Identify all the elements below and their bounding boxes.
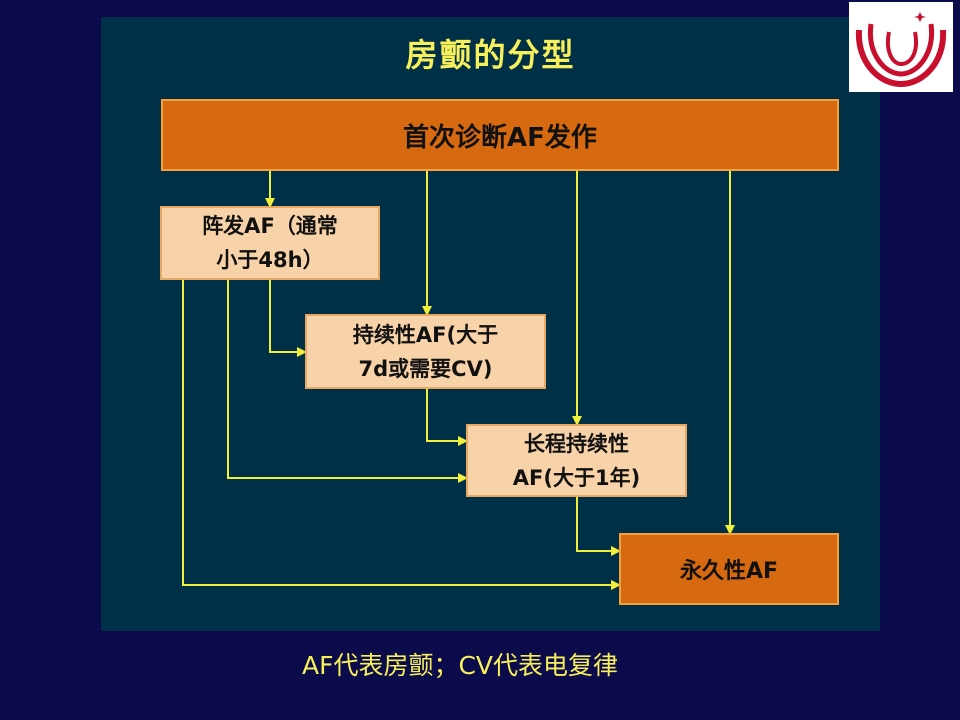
logo <box>849 2 953 92</box>
arrow-long-persistent-to-permanent <box>576 497 621 556</box>
paroxysmal-af-box: 阵发AF（通常 小于48h） <box>160 206 380 280</box>
persistent-af-box: 持续性AF(大于 7d或需要CV) <box>305 314 546 389</box>
arrow-paroxysmal-to-persistent <box>269 280 307 357</box>
persistent-af-label-line1: 持续性AF(大于 <box>352 322 499 347</box>
logo-icon <box>855 12 947 88</box>
long-persistent-af-label-line2: AF(大于1年) <box>512 465 641 490</box>
initial-diagnosis-label: 首次诊断AF发作 <box>403 122 597 153</box>
caption: AF代表房颤；CV代表电复律 <box>301 651 619 680</box>
arrow-paroxysmal-to-permanent <box>182 280 621 590</box>
paroxysmal-af-label-line2: 小于48h） <box>216 248 324 272</box>
page-title: 房颤的分型 <box>405 36 576 74</box>
paroxysmal-af-label-line1: 阵发AF（通常 <box>202 214 338 238</box>
permanent-af-box: 永久性AF <box>619 533 839 605</box>
long-persistent-af-label-line1: 长程持续性 <box>524 431 629 456</box>
permanent-af-label: 永久性AF <box>679 559 779 584</box>
persistent-af-label-line2: 7d或需要CV) <box>358 356 493 381</box>
initial-diagnosis-box: 首次诊断AF发作 <box>161 99 839 171</box>
arrow-paroxysmal-to-long-persistent <box>227 280 468 483</box>
long-persistent-af-box: 长程持续性 AF(大于1年) <box>466 424 687 497</box>
arrow-persistent-to-long-persistent <box>426 389 468 446</box>
